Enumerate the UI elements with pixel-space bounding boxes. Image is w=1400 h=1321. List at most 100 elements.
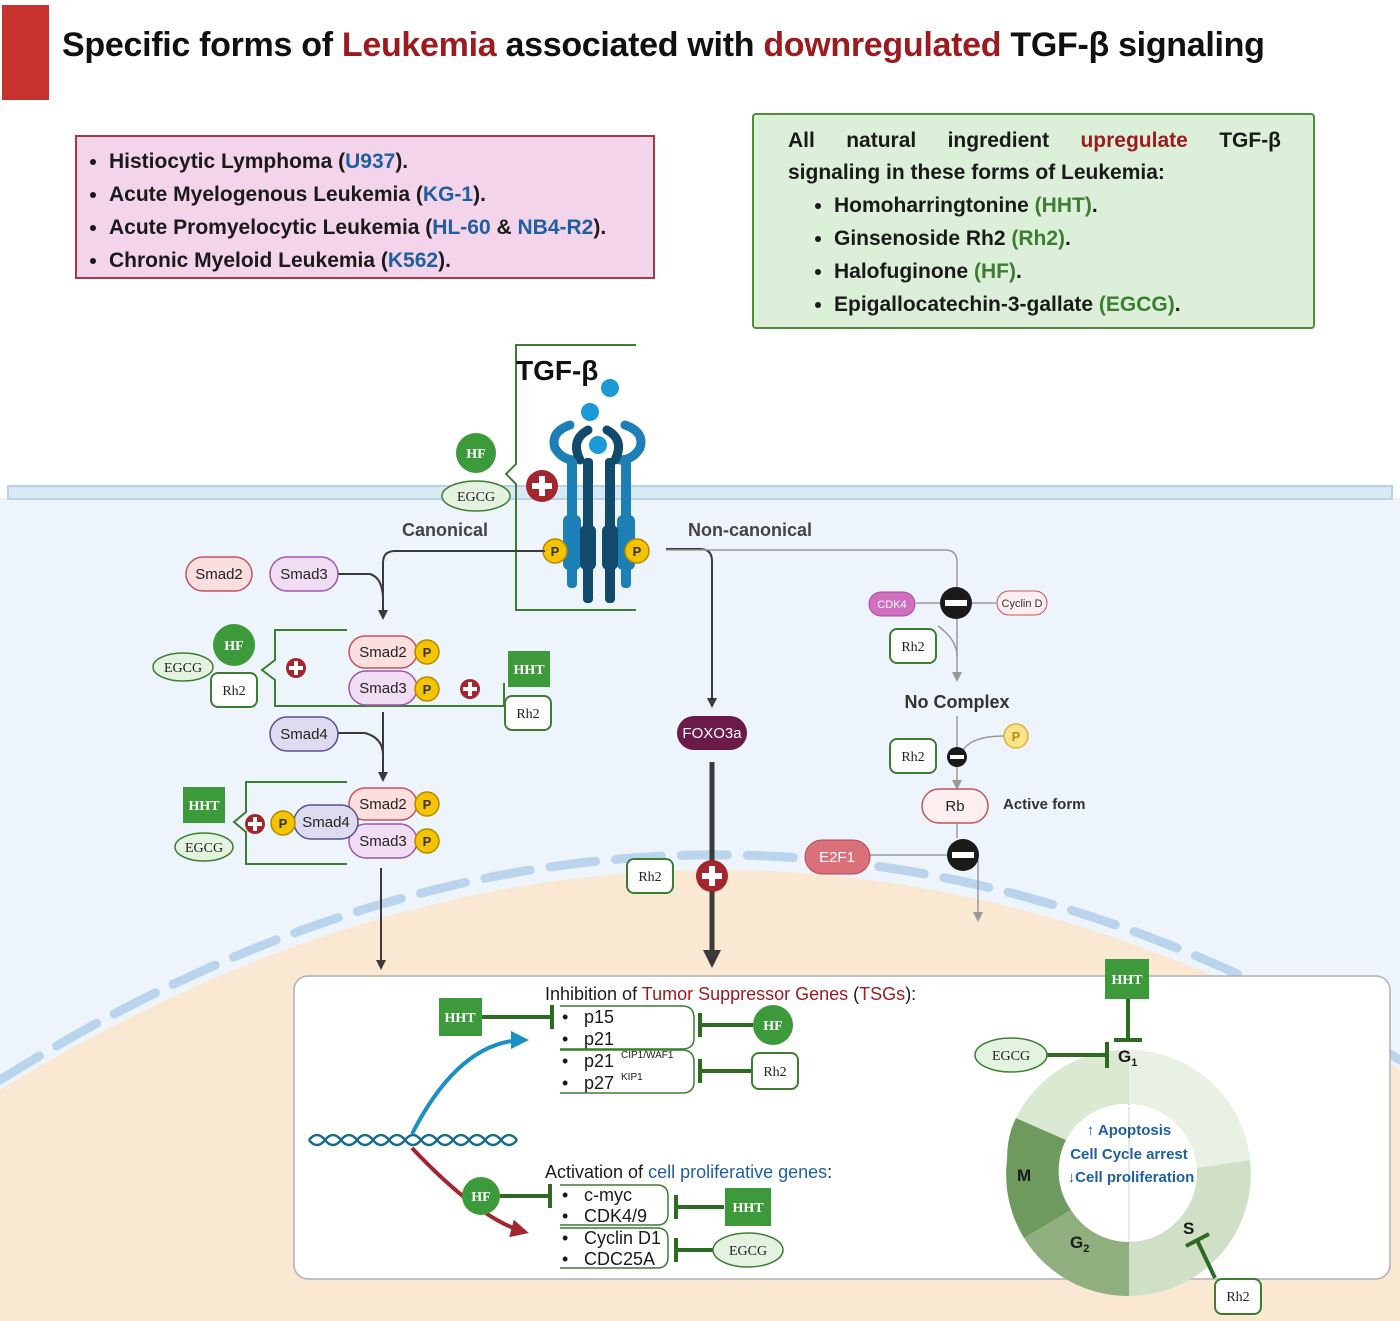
connector-line [338, 732, 384, 756]
inhibition-bar [482, 1005, 554, 1029]
minus-icon [940, 587, 972, 619]
hht-label: HHT [444, 1011, 476, 1026]
tsg-inhibition-arrow [410, 1031, 529, 1135]
svg-text:•: • [562, 1249, 568, 1269]
rh2-badge: Rh2 [751, 1052, 799, 1090]
p-badge: P [414, 828, 440, 854]
list-item: Homoharringtonine (HHT). [834, 189, 1281, 222]
egcg-badge: EGCG [152, 652, 214, 682]
hf-badge: HF [213, 624, 255, 666]
e2f1-label: E2F1 [819, 849, 855, 866]
hht-label: HHT [513, 663, 545, 678]
inhibition-bar [500, 1184, 552, 1208]
bracket [232, 781, 347, 865]
minus-icon [947, 747, 967, 767]
inhibition-bar [698, 1059, 752, 1083]
connector-line [369, 573, 384, 601]
svg-text:•: • [562, 1206, 568, 1226]
list-item: Ginsenoside Rh2 (Rh2). [834, 222, 1281, 255]
smad2-pill: Smad2 [348, 787, 418, 821]
e2f1-pill: E2F1 [804, 839, 871, 875]
cell-cycle-wheel [1006, 1049, 1251, 1297]
rh2-badge: Rh2 [210, 672, 258, 708]
nuclear-envelope [0, 850, 1400, 1085]
rh2-label: Rh2 [763, 1065, 786, 1080]
smad4-pill: Smad4 [269, 716, 339, 752]
list-item: Acute Myelogenous Leukemia (KG-1). [109, 178, 653, 211]
svg-text:•: • [562, 1029, 568, 1049]
hht-label: HHT [188, 799, 220, 814]
connector-line [937, 625, 958, 657]
hf-label: HF [224, 639, 243, 654]
rb-pill: Rb [921, 788, 989, 824]
smad2-label: Smad2 [359, 796, 407, 813]
egcg-label: EGCG [164, 661, 202, 676]
cmyc-gene: c-myc [584, 1185, 632, 1205]
list-item: Acute Promyelocytic Leukemia (HL-60 & NB… [109, 211, 653, 244]
smad3-pill: Smad3 [269, 556, 339, 592]
tsg-heading: Inhibition of Tumor Suppressor Genes (TS… [545, 984, 916, 1004]
rb-label: Rb [945, 798, 964, 815]
cell-proliferation-label: ↓Cell proliferation [1068, 1169, 1195, 1186]
smad3-pill: Smad3 [348, 823, 418, 859]
p-label: P [1012, 729, 1021, 744]
leukemia-forms-box: Histiocytic Lymphoma (U937). Acute Myelo… [75, 135, 655, 279]
natural-intro: All natural ingredient upregulate TGF-β [788, 129, 1281, 152]
svg-text:•: • [562, 1228, 568, 1248]
p21-superscript: CIP1/WAF1 [621, 1050, 674, 1061]
rh2-badge: Rh2 [504, 695, 552, 731]
hht-badge: HHT [1105, 959, 1149, 999]
plus-icon [286, 658, 306, 678]
cyclin-d-pill: Cyclin D [996, 590, 1048, 616]
p-badge: P [414, 791, 440, 817]
cell-cycle-arrest-label: Cell Cycle arrest [1070, 1146, 1188, 1163]
phase-g2-label: G2 [1070, 1233, 1089, 1255]
egcg-badge: EGCG [174, 832, 234, 862]
tgf-beta-label: TGF-β [516, 355, 598, 386]
minus-icon [947, 839, 979, 871]
natural-ingredients-box: All natural ingredient upregulate TGF-β … [752, 113, 1315, 329]
plus-icon [526, 470, 558, 502]
p21-gene: p21 [584, 1029, 614, 1049]
smad2-pill: Smad2 [185, 556, 253, 592]
foxo3a-label: FOXO3a [682, 725, 742, 742]
egcg-badge: EGCG [712, 1232, 784, 1268]
list-item: Histiocytic Lymphoma (U937). [109, 145, 653, 178]
cyclind1-gene: Cyclin D1 [584, 1228, 661, 1248]
active-form-label: Active form [1003, 796, 1086, 813]
p-label: P [423, 797, 432, 812]
plus-icon [460, 679, 480, 699]
egcg-label: EGCG [185, 841, 223, 856]
page-title: Specific forms of Leukemia associated wi… [62, 26, 1265, 64]
foxo3a-pill: FOXO3a [677, 716, 747, 750]
hf-label: HF [466, 447, 485, 462]
egcg-label: EGCG [992, 1049, 1030, 1064]
rh2-label: Rh2 [516, 707, 539, 722]
list-item: Epigallocatechin-3-gallate (EGCG). [834, 288, 1281, 321]
hf-badge: HF [753, 1005, 793, 1045]
smad3-label: Smad3 [359, 833, 407, 850]
inhibition-bar [674, 1195, 724, 1219]
hht-label: HHT [732, 1201, 764, 1216]
phase-m-label: M [1017, 1166, 1031, 1185]
phase-s-label: S [1183, 1219, 1194, 1238]
cdc25a-gene: CDC25A [584, 1249, 655, 1269]
egcg-badge: EGCG [441, 480, 511, 512]
dna-helix [308, 1133, 518, 1147]
phase-g1-label: G1 [1118, 1047, 1137, 1069]
smad2-label: Smad2 [359, 644, 407, 661]
rh2-label: Rh2 [901, 750, 924, 765]
egcg-label: EGCG [729, 1244, 767, 1259]
cdk4-pill: CDK4 [868, 591, 916, 617]
p-badge: P [1003, 723, 1029, 749]
p-label: P [423, 645, 432, 660]
rh2-label: Rh2 [222, 684, 245, 699]
leukemia-forms-list: Histiocytic Lymphoma (U937). Acute Myelo… [77, 145, 653, 277]
smad2-pill: Smad2 [348, 635, 418, 669]
cdk49-gene: CDK4/9 [584, 1206, 647, 1226]
bracket [560, 1184, 669, 1226]
p-badge: P [414, 639, 440, 665]
p27-superscript: KIP1 [621, 1072, 643, 1083]
proliferative-heading: Activation of cell proliferative genes: [545, 1162, 832, 1182]
foxo3a-arrow [666, 548, 717, 708]
